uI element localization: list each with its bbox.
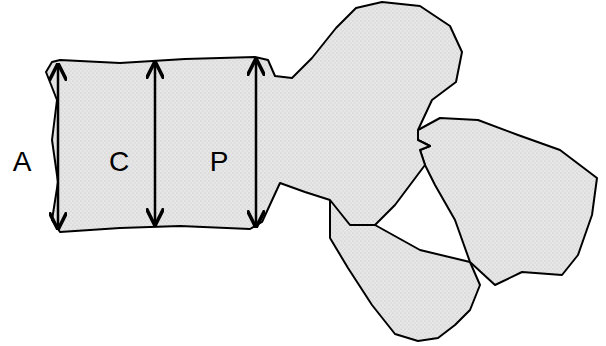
anterior-height-arrow	[57, 65, 60, 228]
central-height-arrow	[154, 63, 157, 224]
vertebral-body	[46, 2, 462, 232]
measurement-label: C	[109, 148, 129, 176]
measurement-label: A	[13, 148, 32, 176]
posterior-height-arrow	[255, 60, 258, 226]
spinous-process	[418, 118, 597, 285]
measurement-label: P	[210, 148, 229, 176]
